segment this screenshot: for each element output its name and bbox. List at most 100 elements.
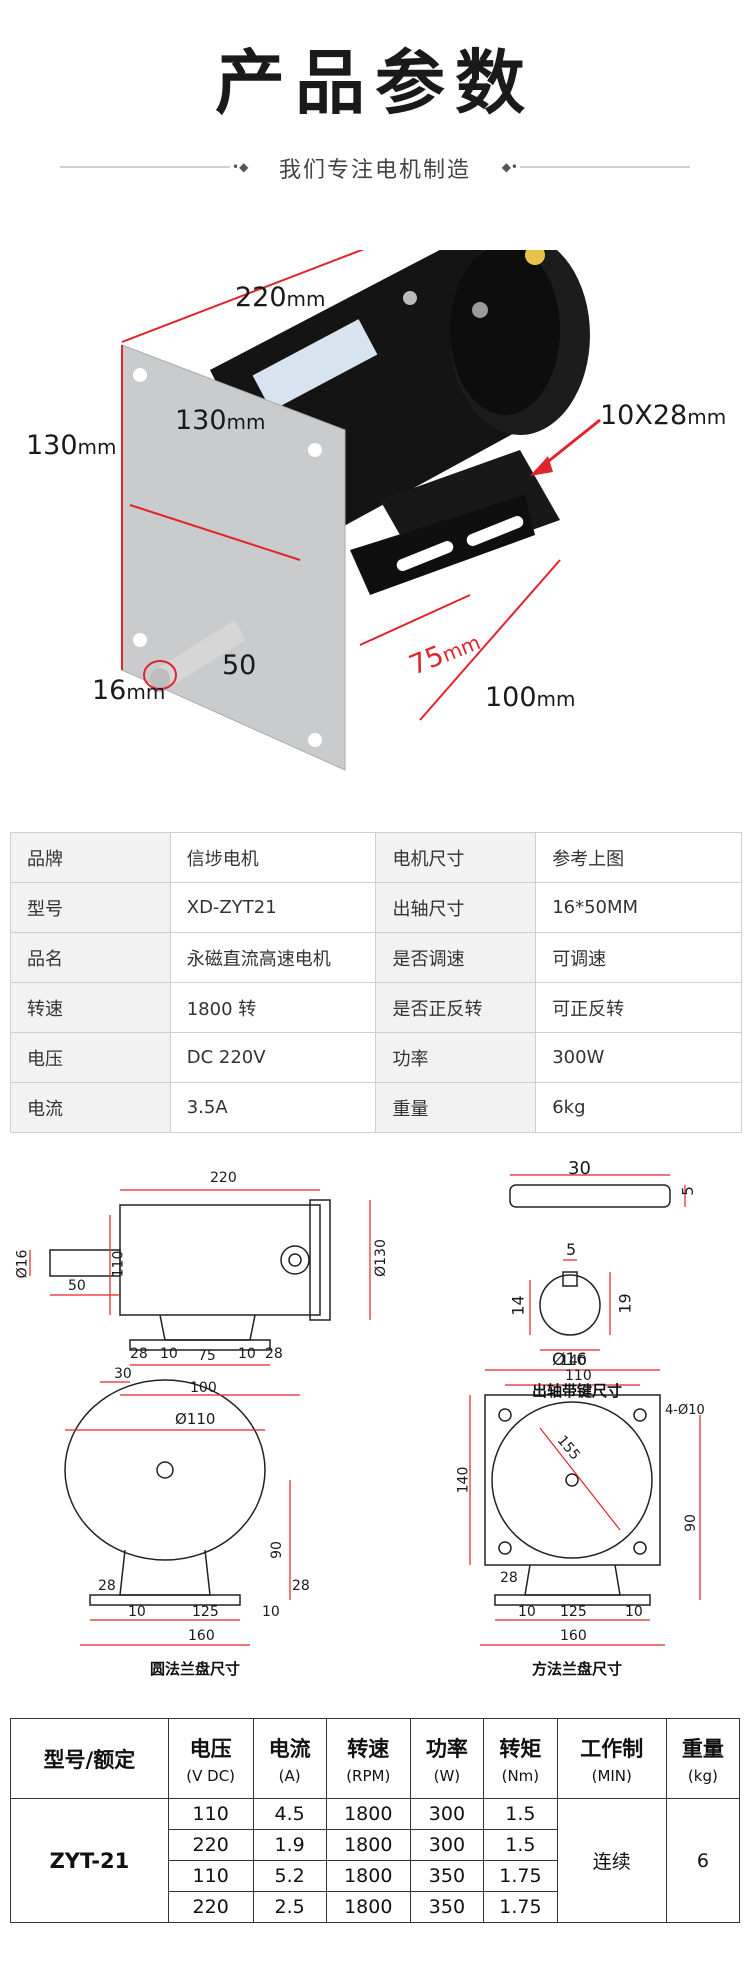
- spec-label: 品名: [10, 932, 171, 983]
- side-dim-75: 75: [198, 1348, 216, 1364]
- spec-row: 品名永磁直流高速电机是否调速可调速: [10, 932, 742, 983]
- square-dim-110: 110: [565, 1368, 592, 1384]
- key-dim-14: 14: [508, 1295, 528, 1316]
- square-dim-10a: 10: [518, 1604, 536, 1620]
- spec-label: 出轴尺寸: [375, 882, 537, 933]
- spec-value: DC 220V: [169, 1032, 377, 1083]
- side-dim-28b: 28: [265, 1346, 283, 1362]
- key-caption: 出轴带键尺寸: [532, 1382, 623, 1400]
- spec-label: 是否正反转: [375, 982, 537, 1033]
- spec-label: 重量: [375, 1082, 537, 1133]
- rated-header-main: 型号/额定: [43, 1747, 136, 1772]
- square-dim-28: 28: [500, 1570, 518, 1586]
- spec-value: 可调速: [535, 932, 742, 983]
- rated-header-cell: 电压 (V DC): [167, 1718, 254, 1799]
- side-dim-28a: 28: [130, 1346, 148, 1362]
- spec-label: 转速: [10, 982, 171, 1033]
- side-dim-100: 100: [190, 1380, 217, 1396]
- rated-cell-v: 220: [167, 1829, 254, 1861]
- round-dim-10a: 10: [128, 1604, 146, 1620]
- rated-weight: 6: [665, 1798, 741, 1923]
- side-dim-16: Ø16: [14, 1249, 31, 1279]
- spec-value: 可正反转: [535, 982, 742, 1033]
- rated-header-unit: (V DC): [186, 1766, 236, 1785]
- rated-table: 型号/额定 电压 (V DC) 电流(A) 转速 (RPM) 功率 (W) 转矩(Nm) 工作制 (…: [10, 1718, 741, 1923]
- rated-header-cell: 重量(kg): [665, 1718, 741, 1799]
- dim-shaft-16: 16mm: [92, 675, 166, 706]
- rated-header-main: 重量: [681, 1736, 724, 1761]
- rated-cell-a: 5.2: [252, 1860, 327, 1892]
- rated-header-main: 功率: [425, 1736, 468, 1761]
- spec-value: 信埗电机: [169, 832, 377, 883]
- key-dim-5a: 5: [678, 1186, 697, 1196]
- key-dim-19: 19: [615, 1293, 635, 1314]
- square-dim-160: 160: [560, 1628, 587, 1644]
- rated-cell-a: 2.5: [252, 1891, 327, 1923]
- spec-label: 是否调速: [375, 932, 537, 983]
- rated-header-unit: (MIN): [591, 1766, 632, 1785]
- square-dim-140-left: 140: [455, 1466, 472, 1494]
- rated-cell-w: 300: [409, 1798, 485, 1830]
- dim-plate-130: 130mm: [175, 405, 266, 436]
- dim-height-130: 130mm: [26, 430, 117, 461]
- square-caption: 方法兰盘尺寸: [532, 1660, 623, 1678]
- spec-label: 电压: [10, 1032, 171, 1083]
- side-dim-50: 50: [68, 1278, 86, 1294]
- rated-header-unit: (RPM): [346, 1766, 391, 1785]
- spec-value: 6kg: [535, 1082, 742, 1133]
- key-dim-16: Ø16: [552, 1350, 588, 1370]
- rated-header-unit: (A): [278, 1766, 301, 1785]
- spec-label: 电流: [10, 1082, 171, 1133]
- ornament-right-icon: ◆•: [501, 160, 518, 174]
- rated-header-cell: 转矩(Nm): [483, 1718, 558, 1799]
- rated-model: ZYT-21: [10, 1798, 169, 1923]
- page-title: 产品参数: [215, 42, 535, 124]
- rated-cell-a: 1.9: [252, 1829, 327, 1861]
- spec-value: 300W: [535, 1032, 742, 1083]
- square-dim-125: 125: [560, 1604, 587, 1620]
- rated-header-unit: (Nm): [501, 1766, 540, 1785]
- rated-cell-nm: 1.75: [483, 1891, 558, 1923]
- side-dim-110: 110: [110, 1250, 127, 1278]
- rated-cell-a: 4.5: [252, 1798, 327, 1830]
- ornament-left-icon: •◆: [232, 160, 249, 174]
- rated-header-main: 转速: [347, 1736, 390, 1761]
- rated-cell-rpm: 1800: [325, 1860, 411, 1892]
- rated-header-main: 电压: [189, 1736, 232, 1761]
- spec-label: 品牌: [10, 832, 171, 883]
- rated-header-cell: 工作制 (MIN): [556, 1718, 667, 1799]
- round-dim-28b: 28: [292, 1578, 310, 1594]
- rated-cell-v: 110: [167, 1860, 254, 1892]
- rated-cell-w: 350: [409, 1891, 485, 1923]
- divider-right: [520, 166, 690, 168]
- spec-label: 电机尺寸: [375, 832, 537, 883]
- rated-header-cell: 电流(A): [252, 1718, 327, 1799]
- rated-cell-rpm: 1800: [325, 1891, 411, 1923]
- rated-cell-rpm: 1800: [325, 1798, 411, 1830]
- dim-shaft-50: 50: [222, 650, 257, 681]
- round-dim-125: 125: [192, 1604, 219, 1620]
- key-dim-30: 30: [568, 1158, 591, 1179]
- rated-header-cell: 型号/额定: [10, 1718, 169, 1799]
- spec-row: 品牌信埗电机电机尺寸参考上图: [10, 832, 742, 883]
- rated-header-main: 工作制: [580, 1736, 644, 1761]
- round-caption: 圆法兰盘尺寸: [150, 1660, 241, 1678]
- dim-key-10x28: 10X28mm: [600, 400, 727, 431]
- divider-left: [60, 166, 230, 168]
- square-dim-90: 90: [682, 1514, 699, 1532]
- spec-value: XD-ZYT21: [169, 882, 377, 933]
- dim-length-220: 220mm: [235, 282, 326, 313]
- rated-header-unit: (W): [433, 1766, 461, 1785]
- round-dim-110: Ø110: [175, 1410, 216, 1428]
- rated-cell-v: 110: [167, 1798, 254, 1830]
- dim-foot-100: 100mm: [485, 682, 576, 713]
- side-dim-10a: 10: [160, 1346, 178, 1362]
- square-dim-holes: 4-Ø10: [665, 1403, 705, 1418]
- rated-header-cell: 转速 (RPM): [325, 1718, 411, 1799]
- spec-label: 型号: [10, 882, 171, 933]
- dimension-drawings: 220 Ø16 110 Ø130 50 28 10 75 10 28 30 10…: [0, 1158, 750, 1690]
